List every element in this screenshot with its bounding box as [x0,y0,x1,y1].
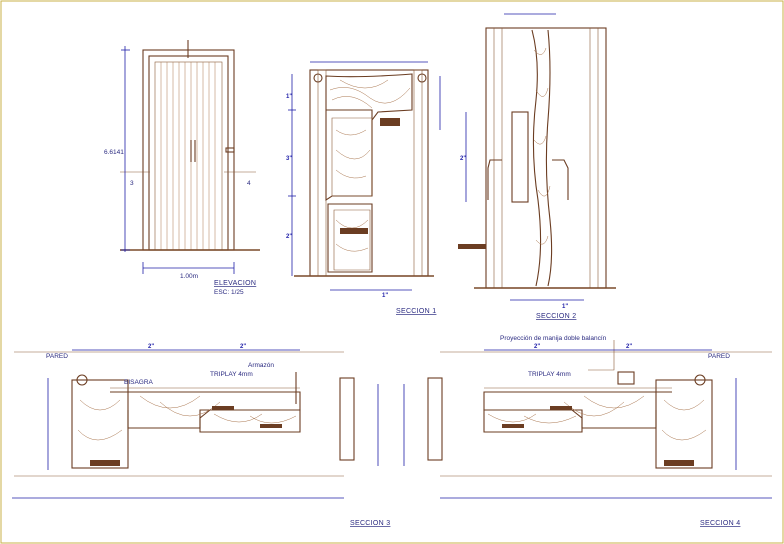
s1-dim-4: 1" [382,293,388,299]
elevation-width-label: 1.00m [180,273,198,280]
elevation-scale: ESC: 1/25 [214,289,244,296]
s2-dim-2: 1" [562,304,568,310]
s3-hinge-label: BISAGRA [124,379,154,386]
s4-wall-label: PARED [708,353,730,360]
section-1-title: SECCION 1 [396,308,436,315]
s3-wall-label: PARED [46,353,68,360]
s1-dim-1: 1" [286,94,292,100]
cut-mark-4: 4 [247,180,251,187]
cut-mark-3: 3 [130,180,134,187]
s1-dim-2: 3" [286,156,292,162]
section-2-drawing [458,27,616,289]
s3-frame-label: Armazón [248,362,274,369]
s4-plywood-label: TRIPLAY 4mm [528,371,571,378]
section-2-dimensions [465,13,584,301]
s1-dim-3: 2" [286,234,292,240]
section-4-dimensions [403,349,772,499]
elevation-title: ELEVACION [214,280,256,287]
s4-dim-2: 2" [626,344,632,350]
s4-projection-label: Proyección de manija doble balancín [500,335,607,342]
section-4-title: SECCION 4 [700,520,740,527]
section-3-title: SECCION 3 [350,520,390,527]
s2-dim-1: 2" [460,156,466,162]
s3-dim-1: 2" [148,344,154,350]
section-3-dimensions [12,349,379,499]
elevation-height-label: 6.6141 [104,149,124,156]
section-3-drawing [14,351,355,477]
s3-dim-2: 2" [240,344,246,350]
section-1-dimensions [288,61,441,291]
s3-plywood-label: TRIPLAY 4mm [210,371,253,378]
section-2-title: SECCION 2 [536,313,576,320]
s4-dim-1: 2" [534,344,540,350]
elevation-dimensions [121,46,235,274]
section-4-drawing [427,340,772,477]
section-1-drawing [294,69,434,277]
